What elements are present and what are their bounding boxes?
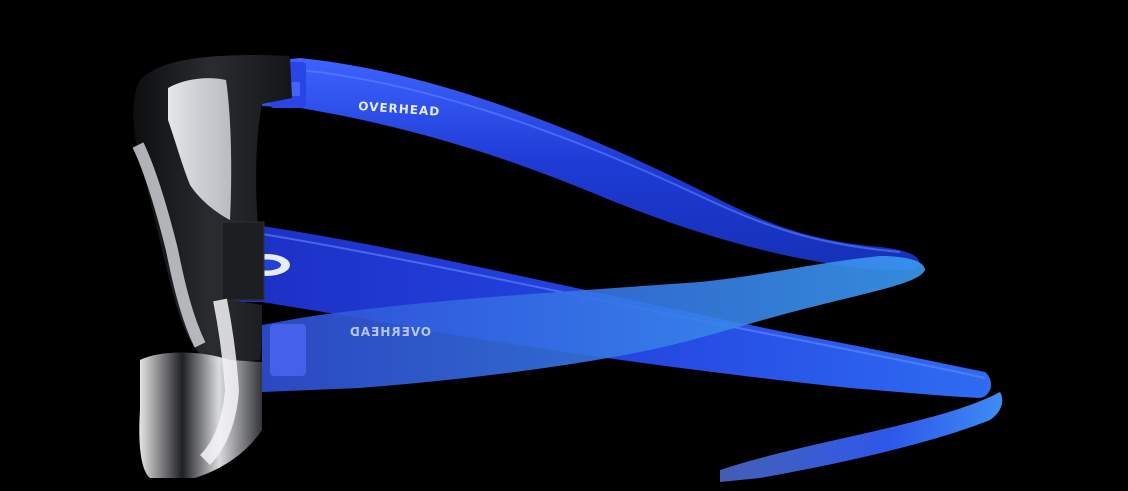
far-temple (262, 58, 920, 270)
frame-front (132, 55, 292, 365)
model-name-label: OVERHEAD (358, 99, 441, 119)
model-name-reflection: OVERHEAD (349, 325, 431, 339)
temple-reflection: OVERHEAD (262, 256, 1003, 482)
frame-reflection (139, 298, 262, 478)
